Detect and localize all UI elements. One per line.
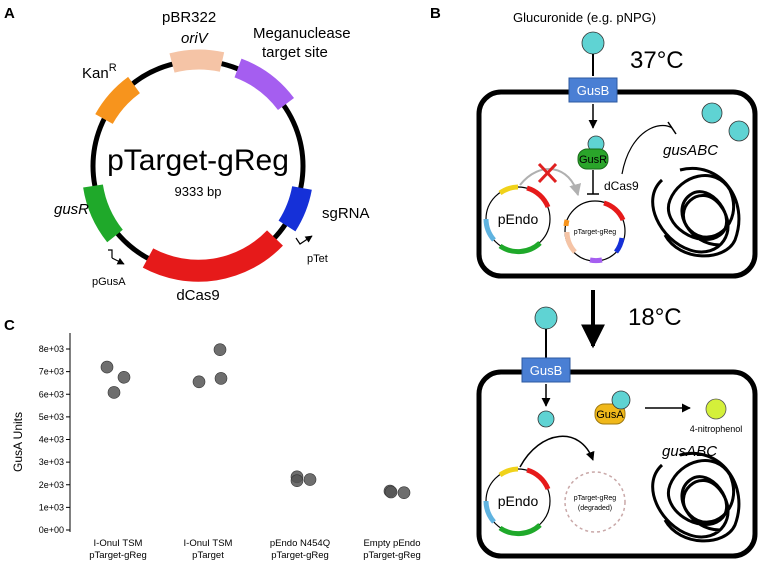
y-tick-label: 6e+03: [39, 389, 64, 399]
panel-b-label: B: [430, 5, 441, 22]
kanr-label: KanR: [82, 62, 117, 82]
y-tick-label: 1e+03: [39, 502, 64, 512]
substrate-molecule-icon: [581, 31, 605, 55]
substrate-bottom-icon: [534, 306, 558, 330]
gusr-label: gusR: [54, 201, 89, 218]
x-tick-label: pTarget-gReg: [89, 550, 147, 561]
cell-18: [476, 369, 758, 559]
svg-text:GusB: GusB: [530, 363, 563, 378]
substrate-bound-icon: [611, 390, 631, 410]
gusabc-label-top: gusABC: [663, 142, 718, 159]
gusr-protein: [577, 148, 609, 170]
y-tick-label: 7e+03: [39, 367, 64, 377]
chromosome-top: [651, 167, 741, 258]
oriv-feature: [169, 49, 225, 73]
y-tick-label: 0e+00: [39, 525, 64, 535]
x-tick-label: I-OnuI TSM: [184, 538, 233, 549]
ptarget-degraded-plasmid: [564, 471, 626, 533]
dcas9-label: dCas9: [176, 287, 219, 304]
data-point: [397, 486, 411, 499]
y-tick-label: 8e+03: [39, 344, 64, 354]
data-point: [214, 372, 228, 385]
substrate-inside-bottom-icon: [537, 410, 555, 428]
y-axis-label: GusA Units: [11, 412, 25, 472]
svg-text:pEndo: pEndo: [498, 493, 539, 509]
dcas9-feature: [142, 230, 283, 282]
y-tick-label: 3e+03: [39, 457, 64, 467]
substrate-free-icon-1: [701, 102, 723, 124]
plasmid-name: pTarget-gReg: [107, 144, 289, 177]
x-tick-label: pTarget-gReg: [271, 550, 329, 561]
svg-text:pTarget-gReg: pTarget-gReg: [574, 229, 617, 236]
oriv-label: oriV: [181, 30, 210, 47]
substrate-label: Glucuronide (e.g. pNPG): [513, 10, 656, 25]
product-icon: [705, 398, 727, 420]
substrate-free-icon-2: [728, 120, 750, 142]
y-tick-label: 5e+03: [39, 412, 64, 422]
gusr-feature: [83, 184, 124, 243]
data-point: [290, 474, 304, 487]
pgusa-promoter-icon: [108, 249, 113, 258]
panel-a-label: A: [4, 5, 15, 22]
svg-text:GusA: GusA: [596, 409, 624, 421]
panel-c-label: C: [4, 317, 15, 334]
temp-18: 18°C: [628, 304, 682, 331]
x-tick-label: pEndo N454Q: [270, 538, 330, 549]
data-point: [303, 473, 317, 486]
x-tick-label: pTarget: [192, 550, 224, 561]
meganuclease-site-feature: [234, 58, 295, 111]
panel-c: C GusA Units 0e+00 1e+03 2e+03 3e+03 4e+03 5e…: [4, 317, 421, 561]
meganuclease-label-1: Meganuclease: [253, 25, 351, 42]
panel-b: B Glucuronide (e.g. pNPG) 37°C GusB GusR…: [430, 5, 758, 559]
data-point: [192, 375, 206, 389]
chromosome-bottom: [651, 452, 741, 543]
svg-text:(degraded): (degraded): [578, 505, 612, 512]
data-point: [107, 386, 121, 399]
meganuclease-label-2: target site: [262, 44, 328, 61]
x-tick-label: Empty pEndo: [363, 538, 420, 549]
ptet-promoter-icon: [295, 235, 313, 245]
pbr322-label: pBR322: [162, 9, 216, 26]
sgrna-label: sgRNA: [322, 205, 370, 222]
data-point: [100, 360, 114, 374]
data-point: [384, 485, 398, 499]
data-point: [117, 370, 131, 384]
svg-text:pEndo: pEndo: [498, 211, 539, 227]
svg-text:pTarget-gReg: pTarget-gReg: [574, 495, 617, 502]
x-tick-label: I-OnuI TSM: [94, 538, 143, 549]
gusa-protein: [594, 403, 626, 425]
y-tick-label: 2e+03: [39, 480, 64, 490]
gusb-transporter-bottom: [521, 357, 571, 383]
svg-text:GusR: GusR: [579, 154, 607, 166]
dcas9-label-b: dCas9: [604, 179, 639, 193]
svg-text:GusB: GusB: [577, 83, 610, 98]
product-label: 4-nitrophenol: [690, 424, 743, 434]
data-point: [213, 343, 227, 356]
sgrna-feature: [278, 185, 312, 232]
pgusa-label: pGusA: [92, 276, 126, 288]
kanr-feature: [95, 76, 141, 125]
panel-a: A pTarget-gReg 9333 bp pBR322 oriV Megan…: [4, 5, 370, 304]
temp-37: 37°C: [630, 47, 684, 74]
x-tick-label: pTarget-gReg: [363, 550, 421, 561]
y-tick-label: 4e+03: [39, 435, 64, 445]
ptet-label: pTet: [307, 253, 328, 265]
plasmid-size: 9333 bp: [175, 184, 222, 199]
gusb-transporter-top: [568, 77, 618, 103]
